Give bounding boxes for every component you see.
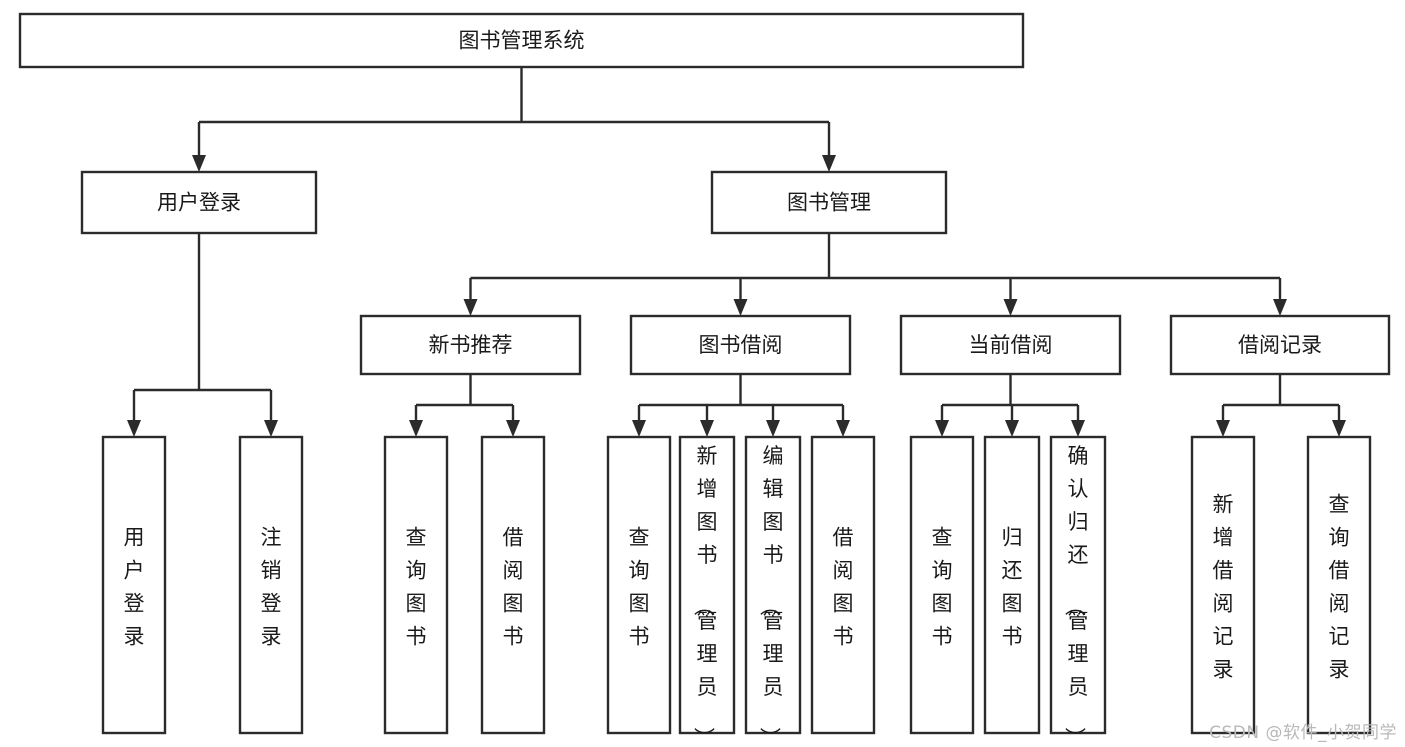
node-borrow-records[interactable]: 借阅记录 <box>1169 314 1391 376</box>
node-label-borrow-records: 借阅记录 <box>1238 333 1322 357</box>
node-leaf-edit-book[interactable]: 编辑图书（管理员） <box>744 435 802 747</box>
connector-arrowhead <box>1071 420 1085 437</box>
node-book-borrow[interactable]: 图书借阅 <box>629 314 852 376</box>
connector-arrowhead <box>192 155 206 172</box>
node-box-leaf-add-book <box>678 435 736 735</box>
node-leaf-user-login[interactable]: 用户登录 <box>101 435 167 735</box>
node-box-leaf-query-book-3 <box>909 435 975 735</box>
node-box-leaf-edit-book <box>744 435 802 735</box>
node-box-leaf-query-book-2 <box>606 435 672 735</box>
node-leaf-add-borrow-record[interactable]: 新增借阅记录 <box>1190 435 1256 735</box>
node-label-leaf-user-login: 用户登录 <box>124 526 145 649</box>
node-root[interactable]: 图书管理系统 <box>18 12 1025 69</box>
node-box-leaf-return-book <box>983 435 1041 735</box>
connector-arrowhead <box>264 420 278 437</box>
node-label-leaf-user-logout: 注销登录 <box>261 526 282 649</box>
node-label-new-book-recommend: 新书推荐 <box>429 333 513 357</box>
node-box-book-borrow <box>629 314 852 376</box>
connector-arrowhead <box>506 420 520 437</box>
node-book-management[interactable]: 图书管理 <box>710 170 948 235</box>
connector-arrowhead <box>766 420 780 437</box>
node-label-leaf-confirm-return: 确认归还（管理员） <box>1063 444 1089 747</box>
nodes-layer: 图书管理系统用户登录图书管理新书推荐图书借阅当前借阅借阅记录用户登录注销登录查询… <box>18 12 1391 747</box>
connector-arrowhead <box>733 299 748 316</box>
node-label-leaf-add-borrow-record: 新增借阅记录 <box>1213 493 1234 682</box>
node-box-leaf-borrow-book-2 <box>810 435 876 735</box>
node-leaf-borrow-book-2[interactable]: 借阅图书 <box>810 435 876 735</box>
node-box-leaf-borrow-book-1 <box>480 435 546 735</box>
node-label-book-management: 图书管理 <box>787 191 871 215</box>
node-label-root: 图书管理系统 <box>459 29 585 53</box>
connector-arrowhead <box>1332 420 1346 437</box>
node-box-leaf-query-borrow-record <box>1306 435 1372 735</box>
node-label-leaf-return-book: 归还图书 <box>1002 526 1023 649</box>
connector-arrowhead <box>127 420 141 437</box>
node-label-leaf-query-book-3: 查询图书 <box>932 526 953 649</box>
node-leaf-add-book[interactable]: 新增图书（管理员） <box>678 435 736 747</box>
node-box-leaf-user-login <box>101 435 167 735</box>
node-new-book-recommend[interactable]: 新书推荐 <box>359 314 582 376</box>
connector-arrowhead <box>409 420 423 437</box>
connector-arrowhead <box>836 420 850 437</box>
connector-arrowhead <box>1216 420 1230 437</box>
node-box-root <box>18 12 1025 69</box>
node-leaf-borrow-book-1[interactable]: 借阅图书 <box>480 435 546 735</box>
node-box-leaf-add-borrow-record <box>1190 435 1256 735</box>
connector-arrowhead <box>1273 299 1287 316</box>
connector-arrowhead <box>700 420 714 437</box>
node-leaf-query-book-3[interactable]: 查询图书 <box>909 435 975 735</box>
node-box-leaf-user-logout <box>238 435 304 735</box>
node-box-current-borrow <box>899 314 1122 376</box>
connectors-layer <box>127 67 1346 437</box>
node-box-user-login <box>80 170 318 235</box>
connector-arrowhead <box>632 420 646 437</box>
node-box-leaf-query-book-1 <box>383 435 449 735</box>
node-box-borrow-records <box>1169 314 1391 376</box>
node-box-new-book-recommend <box>359 314 582 376</box>
node-leaf-query-borrow-record[interactable]: 查询借阅记录 <box>1306 435 1372 735</box>
connector-arrowhead <box>822 155 836 172</box>
node-leaf-query-book-2[interactable]: 查询图书 <box>606 435 672 735</box>
connector-arrowhead <box>1005 420 1019 437</box>
connector-arrowhead <box>1003 299 1018 316</box>
node-leaf-return-book[interactable]: 归还图书 <box>983 435 1041 735</box>
node-label-current-borrow: 当前借阅 <box>969 333 1053 357</box>
node-label-leaf-borrow-book-1: 借阅图书 <box>503 526 524 649</box>
node-label-leaf-borrow-book-2: 借阅图书 <box>833 526 854 649</box>
node-leaf-query-book-1[interactable]: 查询图书 <box>383 435 449 735</box>
node-box-leaf-confirm-return <box>1049 435 1107 735</box>
node-label-leaf-query-book-2: 查询图书 <box>629 526 650 649</box>
node-leaf-user-logout[interactable]: 注销登录 <box>238 435 304 735</box>
node-user-login[interactable]: 用户登录 <box>80 170 318 235</box>
node-label-leaf-add-book: 新增图书（管理员） <box>692 444 718 747</box>
connector-arrowhead <box>935 420 949 437</box>
node-box-book-management <box>710 170 948 235</box>
node-label-book-borrow: 图书借阅 <box>699 333 783 357</box>
node-leaf-confirm-return[interactable]: 确认归还（管理员） <box>1049 435 1107 747</box>
connector-arrowhead <box>463 299 478 316</box>
node-label-user-login: 用户登录 <box>157 191 241 215</box>
node-label-leaf-query-book-1: 查询图书 <box>406 526 427 649</box>
node-current-borrow[interactable]: 当前借阅 <box>899 314 1122 376</box>
node-label-leaf-edit-book: 编辑图书（管理员） <box>758 444 784 747</box>
node-label-leaf-query-borrow-record: 查询借阅记录 <box>1329 493 1350 682</box>
